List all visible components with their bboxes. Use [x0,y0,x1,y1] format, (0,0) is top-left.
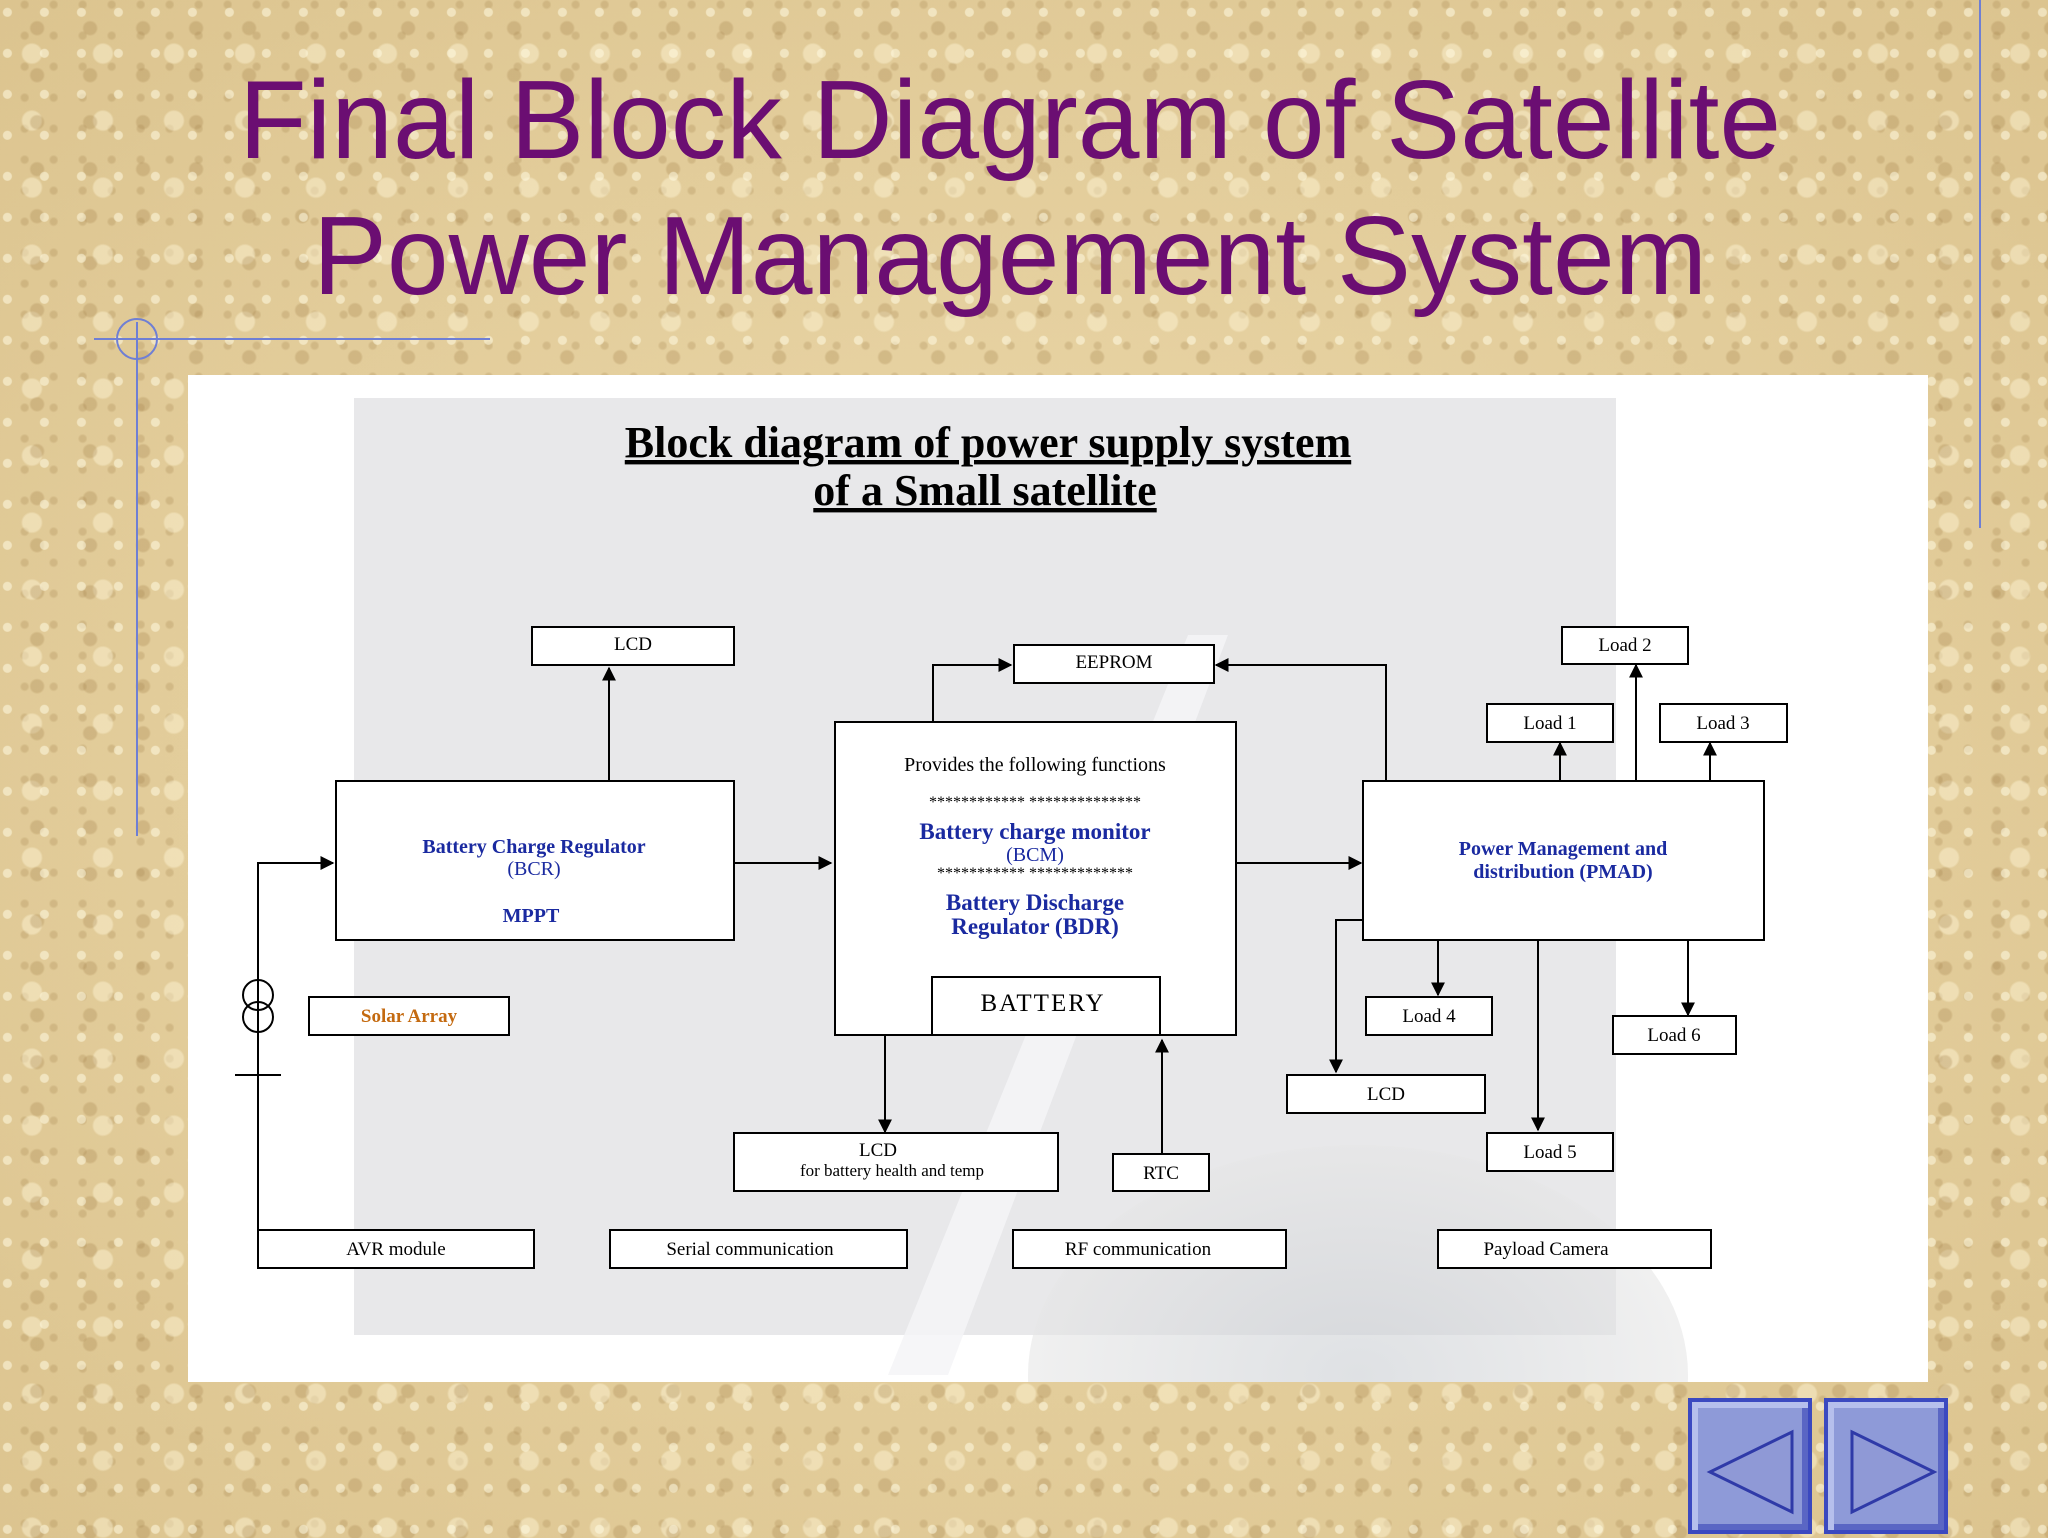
bcr-mppt-label: MPPT [503,905,560,927]
diagram-heading-line-1: Block diagram of power supply system [625,418,1351,467]
load-5-box [1486,1132,1614,1172]
lcd-battery-label-line-1: LCD [859,1140,897,1161]
rtc-label: RTC [1143,1163,1179,1184]
previous-slide-button[interactable] [1688,1398,1812,1534]
center-bcm-line-2: (BCM) [1006,844,1064,866]
diagram-heading-line-2: of a Small satellite [813,466,1156,515]
load-5-label: Load 5 [1523,1142,1576,1163]
center-bdr-line-1: Battery Discharge [946,890,1124,915]
pmad-label-line-2: distribution (PMAD) [1473,861,1652,883]
avr-module-label: AVR module [346,1239,445,1260]
eeprom-box [1013,644,1215,684]
backdrop-earth [1028,1145,1688,1382]
rtc-box [1112,1153,1210,1192]
load-3-label: Load 3 [1696,713,1749,734]
load-2-box [1561,626,1689,665]
load-1-box [1486,703,1614,743]
center-bdr-line-2: Regulator (BDR) [951,914,1119,939]
battery-box [931,976,1161,1036]
load-6-box [1612,1015,1737,1055]
lcd-top-box [531,626,735,666]
slide-title-line-1: Final Block Diagram of Satellite [238,58,1782,182]
center-bcm-line-1: Battery charge monitor [919,819,1150,844]
battery-label: BATTERY [980,990,1105,1017]
load-4-box [1365,996,1493,1036]
diagram-panel: Block diagram of power supply system of … [188,375,1928,1382]
lcd-right-box [1286,1074,1486,1114]
payload-camera-label: Payload Camera [1483,1239,1609,1260]
avr-module-box [257,1229,535,1269]
triangle-right-icon [1850,1429,1938,1515]
current-source-icon [235,979,281,1076]
solar-array-box [308,996,510,1036]
load-2-label: Load 2 [1598,635,1651,656]
center-stars-2: *********** ************* [937,865,1133,882]
center-intro-label: Provides the following functions [904,754,1166,776]
next-slide-button[interactable] [1824,1398,1948,1534]
solar-array-label: Solar Array [361,1006,458,1027]
rf-comm-box [1012,1229,1287,1269]
lcd-battery-label-line-2: for battery health and temp [800,1161,984,1180]
payload-camera-box [1437,1229,1712,1269]
rf-comm-label: RF communication [1065,1239,1212,1260]
lcd-right-label: LCD [1367,1084,1405,1105]
bcr-label-line-1: Battery Charge Regulator [422,836,645,858]
frame-circle-ornament [116,318,158,360]
serial-comm-box [609,1229,908,1269]
slide-title-line-2: Power Management System [312,194,1708,318]
load-1-label: Load 1 [1523,713,1576,734]
bcr-box [335,780,735,941]
eeprom-label: EEPROM [1075,652,1152,673]
block-diagram: Block diagram of power supply system of … [235,398,1788,1382]
serial-comm-label: Serial communication [666,1239,834,1260]
pmad-box [1362,780,1765,941]
slide-title: Final Block Diagram of Satellite Power M… [150,52,1870,324]
lcd-battery-box [733,1132,1059,1192]
lcd-top-label: LCD [614,634,652,655]
load-3-box [1659,703,1788,743]
load-6-label: Load 6 [1647,1025,1700,1046]
load-4-label: Load 4 [1402,1006,1456,1027]
triangle-left-icon [1706,1429,1794,1515]
connector-lines [257,658,1717,1252]
pmad-label-line-1: Power Management and [1459,838,1668,860]
center-stars-1: ************ ************** [929,794,1141,811]
bcr-label-line-2: (BCR) [507,858,560,880]
